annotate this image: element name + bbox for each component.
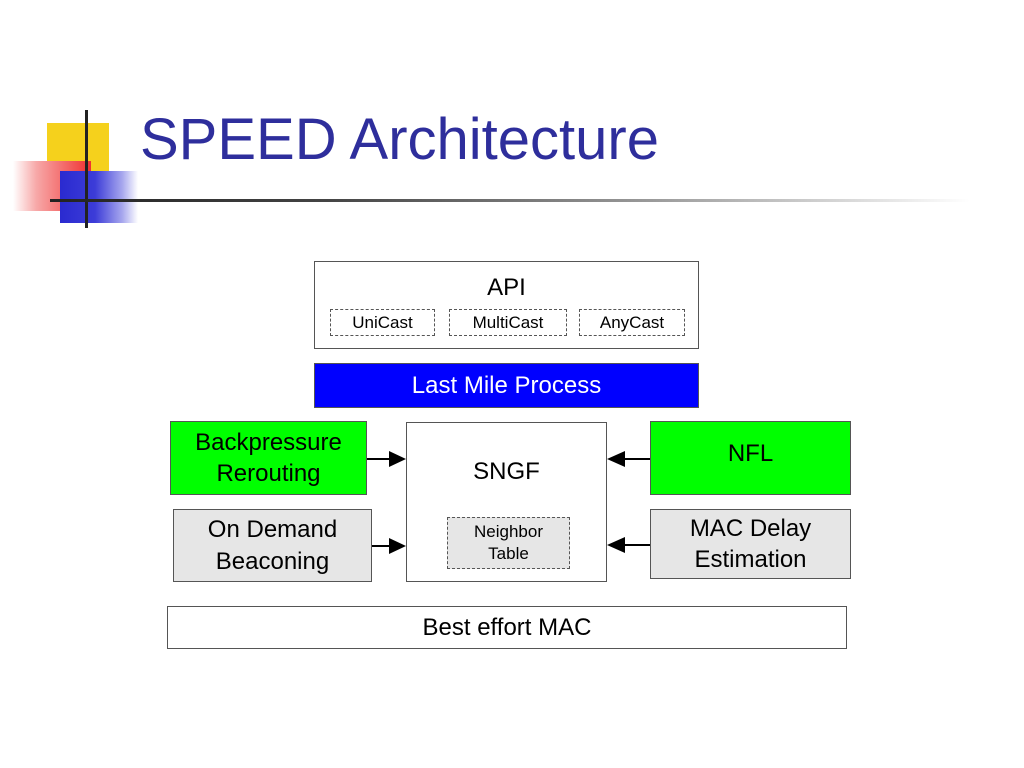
anycast-mode: AnyCast bbox=[579, 309, 685, 336]
slide-title: SPEED Architecture bbox=[140, 107, 659, 172]
multicast-mode: MultiCast bbox=[449, 309, 567, 336]
sngf-label: SNGF bbox=[473, 458, 540, 485]
nfl-box: NFL bbox=[650, 421, 851, 495]
api-box: API UniCast MultiCast AnyCast bbox=[314, 261, 699, 349]
on-demand-beaconing-box: On Demand Beaconing bbox=[173, 509, 372, 582]
last-mile-process-box: Last Mile Process bbox=[314, 363, 699, 408]
arrow-backpressure-to-sngf bbox=[367, 451, 406, 467]
decor-vertical-line bbox=[85, 110, 88, 228]
title-underline bbox=[50, 199, 970, 202]
mac-delay-estimation-box: MAC Delay Estimation bbox=[650, 509, 851, 579]
api-label: API bbox=[487, 274, 526, 301]
arrow-mac-delay-to-sngf bbox=[607, 537, 650, 553]
arrow-nfl-to-sngf bbox=[607, 451, 650, 467]
sngf-box: SNGF Neighbor Table bbox=[406, 422, 607, 582]
neighbor-table-box: Neighbor Table bbox=[447, 517, 570, 569]
unicast-mode: UniCast bbox=[330, 309, 435, 336]
best-effort-mac-box: Best effort MAC bbox=[167, 606, 847, 649]
arrow-beaconing-to-sngf bbox=[372, 538, 406, 554]
backpressure-rerouting-box: Backpressure Rerouting bbox=[170, 421, 367, 495]
decor-blue-square bbox=[60, 171, 138, 223]
